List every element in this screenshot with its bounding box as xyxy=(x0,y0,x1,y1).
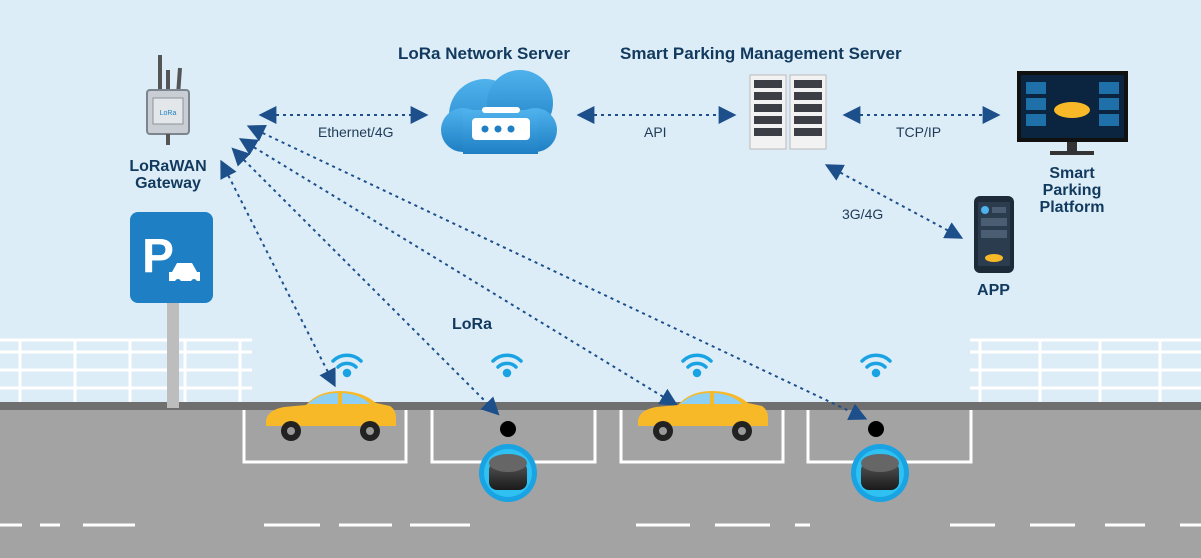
wifi-icon xyxy=(491,353,523,378)
parking-sign-icon: P xyxy=(130,212,213,408)
parking-sign-letter: P xyxy=(142,230,174,283)
platform-label: Smart Parking Platform xyxy=(1024,165,1120,216)
gateway-label-line1: LoRaWAN xyxy=(129,158,207,175)
smart-parking-management-server-label: Smart Parking Management Server xyxy=(620,44,902,63)
lora-label: LoRa xyxy=(452,316,492,333)
road xyxy=(0,408,1201,558)
gateway-label: LoRaWAN Gateway xyxy=(118,158,218,192)
wifi-icon xyxy=(860,353,892,378)
wifi-icon xyxy=(331,353,363,378)
connection-lines xyxy=(220,106,1001,420)
sensor-icon xyxy=(479,421,537,502)
cloud-server-icon xyxy=(441,70,557,154)
gateway-label-line2: Gateway xyxy=(135,175,201,192)
platform-label-line2: Parking xyxy=(1042,182,1102,199)
tcpip-link-label: TCP/IP xyxy=(896,124,942,140)
phone-icon xyxy=(974,196,1014,273)
api-link-label: API xyxy=(644,124,667,140)
curb xyxy=(0,402,1201,410)
platform-label-line3: Platform xyxy=(1039,199,1105,216)
platform-label-line1: Smart xyxy=(1049,165,1095,182)
sensor-icon xyxy=(851,421,909,502)
lora-network-server-label: LoRa Network Server xyxy=(398,44,570,63)
ethernet-link-label: Ethernet/4G xyxy=(318,124,394,140)
gateway-icon: LoRa xyxy=(146,55,190,145)
server-rack-icon xyxy=(749,74,827,150)
car-icon xyxy=(266,391,396,441)
car-icon xyxy=(638,391,768,441)
railing-left xyxy=(0,338,252,403)
svg-text:LoRa: LoRa xyxy=(160,110,177,117)
monitor-icon xyxy=(1017,71,1128,155)
railing-right xyxy=(970,338,1201,403)
cellular-link-label: 3G/4G xyxy=(842,206,884,222)
app-label: APP xyxy=(977,282,1010,299)
wifi-icon xyxy=(681,353,713,378)
